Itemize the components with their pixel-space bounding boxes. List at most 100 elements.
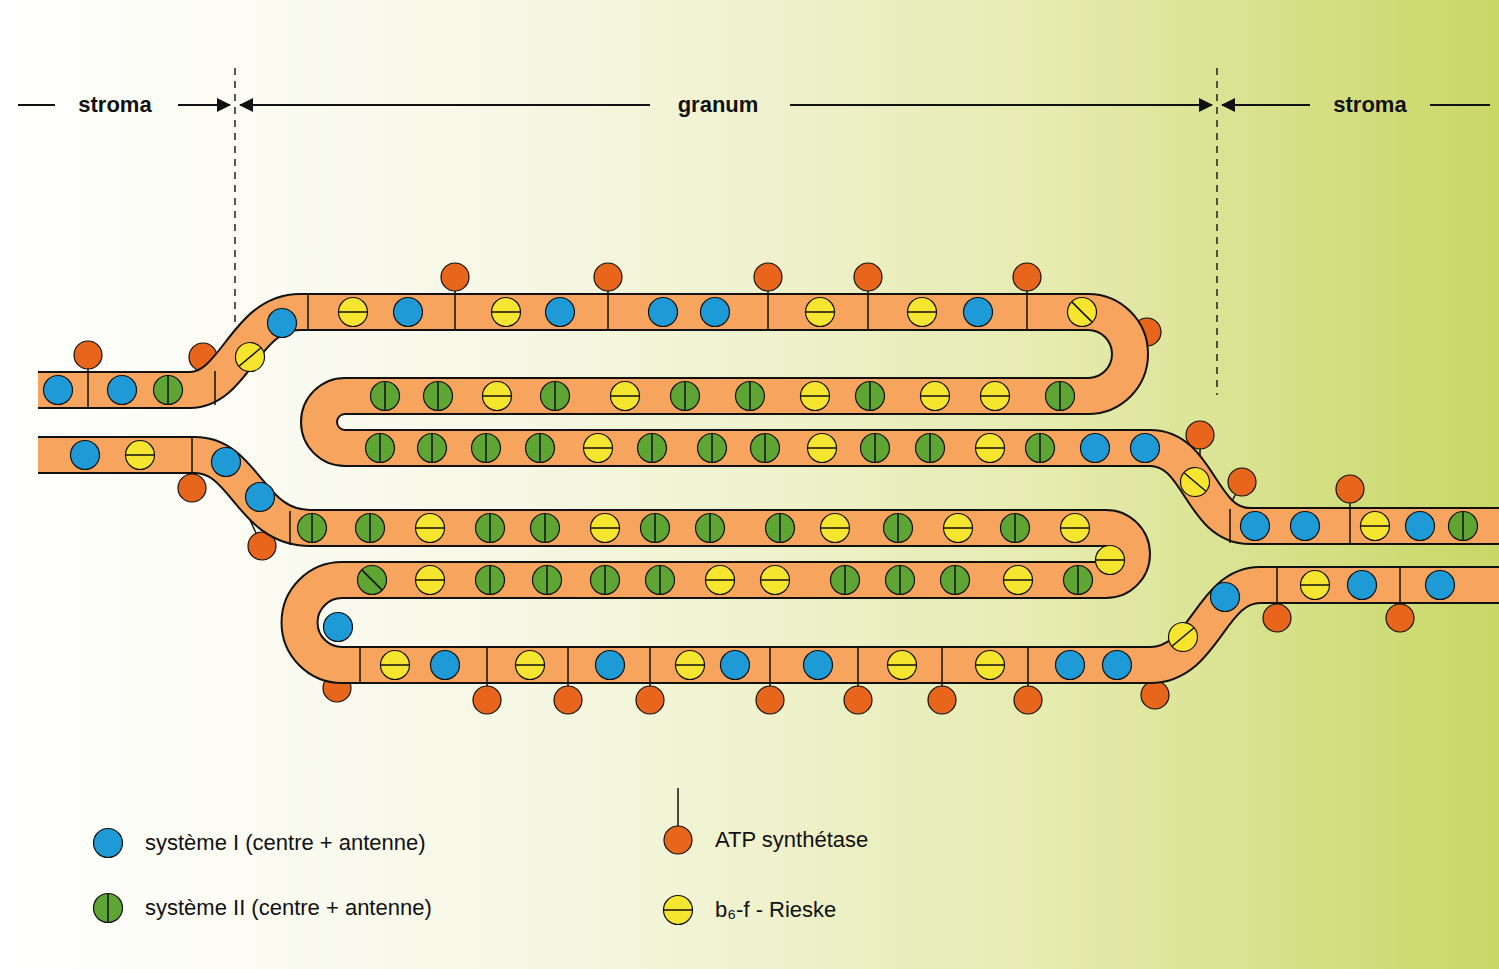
complex-Y [664, 896, 693, 925]
complex-disc [801, 382, 830, 411]
complex-disc [230, 337, 271, 378]
complex-mark [709, 514, 711, 542]
atp-synthase [1014, 686, 1042, 714]
complex-disc [611, 382, 640, 411]
complex-G [1001, 514, 1030, 543]
complex-mark [611, 395, 639, 397]
complex-G [751, 434, 780, 463]
atp-synthase [844, 686, 872, 714]
complex-mark [1096, 559, 1124, 561]
membrane-divider [649, 648, 651, 682]
complex-B [546, 298, 575, 327]
complex-disc [268, 309, 297, 338]
complex-Y [416, 566, 445, 595]
complex-disc [516, 651, 545, 680]
complex-Y [416, 514, 445, 543]
complex-mark [976, 664, 1004, 666]
complex-mark [808, 447, 836, 449]
complex-G [886, 566, 915, 595]
arrow-head [1199, 98, 1213, 112]
complex-B [1348, 571, 1377, 600]
complex-B [701, 298, 730, 327]
complex-Y [1061, 291, 1102, 332]
complex-Y [492, 298, 521, 327]
complex-B [804, 651, 833, 680]
complex-disc [1348, 571, 1377, 600]
complex-G [736, 382, 765, 411]
complex-B [649, 298, 678, 327]
complex-G [366, 434, 395, 463]
complex-disc [941, 566, 970, 595]
complex-disc [944, 514, 973, 543]
complex-mark [431, 434, 433, 462]
atp-synthase [594, 263, 622, 291]
complex-Y [126, 441, 155, 470]
complex-mark [126, 454, 154, 456]
complex-Y [611, 382, 640, 411]
complex-mark [706, 579, 734, 581]
thylakoid-membrane [38, 455, 1499, 665]
complex-disc [431, 651, 460, 680]
region-label: stroma [74, 92, 155, 118]
complex-disc [416, 566, 445, 595]
complex-disc [108, 376, 137, 405]
complex-G [766, 514, 795, 543]
complex-G [531, 514, 560, 543]
membrane-divider [941, 648, 943, 682]
complex-disc [696, 514, 725, 543]
thylakoid-membrane-outline [38, 455, 1499, 665]
complex-G [476, 514, 505, 543]
membrane-divider [1027, 648, 1029, 682]
complex-Y [976, 434, 1005, 463]
membrane-divider [214, 371, 216, 405]
complex-G [1046, 382, 1075, 411]
complex-Y [483, 382, 512, 411]
complex-Y [1301, 571, 1330, 600]
complex-disc [1449, 512, 1478, 541]
complex-G [472, 434, 501, 463]
legend-text: ATP synthétase [715, 827, 868, 853]
complex-mark [1014, 514, 1016, 542]
atp-synthase [664, 826, 692, 854]
complex-disc [492, 298, 521, 327]
complex-B [596, 651, 625, 680]
complex-mark [379, 434, 381, 462]
complex-B [268, 309, 297, 338]
complex-mark [944, 527, 972, 529]
complex-mark [416, 527, 444, 529]
complex-B [1211, 583, 1240, 612]
complex-Y [1096, 546, 1125, 575]
atp-synthase [854, 263, 882, 291]
complex-mark [711, 434, 713, 462]
complex-G [671, 382, 700, 411]
atp-synthase [1141, 681, 1169, 709]
complex-disc [472, 434, 501, 463]
complex-mark [339, 311, 367, 313]
complex-B [431, 651, 460, 680]
complex-disc [541, 382, 570, 411]
complex-G [476, 566, 505, 595]
complex-disc [821, 514, 850, 543]
membrane-divider [1229, 509, 1231, 543]
complex-disc [706, 566, 735, 595]
complex-Y [584, 434, 613, 463]
complex-disc [591, 514, 620, 543]
complex-disc [339, 298, 368, 327]
complex-B [1426, 571, 1455, 600]
complex-disc [1163, 617, 1204, 658]
complex-disc [212, 448, 241, 477]
complex-mark [167, 376, 169, 404]
complex-G [533, 566, 562, 595]
membrane-divider [1349, 509, 1351, 543]
complex-mark [954, 566, 956, 594]
atp-synthase [756, 686, 784, 714]
complex-Y [516, 651, 545, 680]
region-label: granum [674, 92, 763, 118]
complex-mark [1059, 382, 1061, 410]
complex-disc [1026, 434, 1055, 463]
complex-disc [1004, 566, 1033, 595]
atp-synthase [1336, 475, 1364, 503]
complex-B [246, 483, 275, 512]
complex-disc [324, 613, 353, 642]
complex-mark [604, 566, 606, 594]
